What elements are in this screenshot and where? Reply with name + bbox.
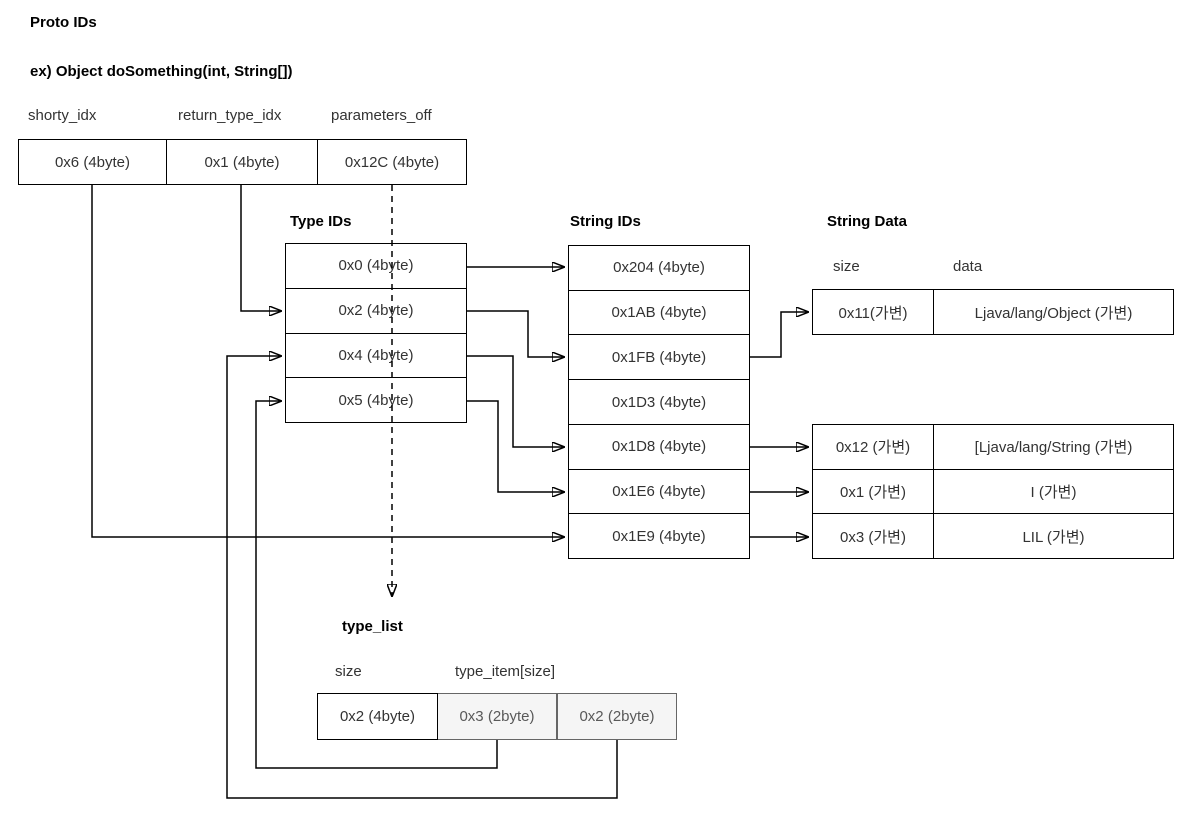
string-ids-row-0x1E9: 0x1E9 (4byte) — [612, 527, 706, 545]
type-ids-title: Type IDs — [290, 213, 352, 230]
proto-ids-table: 0x6 (4byte) 0x1 (4byte) 0x12C (4byte) — [18, 139, 467, 185]
page-title: Proto IDs — [30, 14, 97, 31]
string-data-size-0x12: 0x12 (가변) — [813, 425, 934, 469]
string-data-header-size: size — [833, 258, 860, 275]
type-list-cell-type-item-0x3: 0x3 (2byte) — [437, 693, 557, 740]
type-list-header-size: size — [335, 663, 362, 680]
string-data-value-object: Ljava/lang/Object (가변) — [974, 304, 1133, 322]
type-ids-table: 0x0 (4byte) 0x2 (4byte) 0x4 (4byte) 0x5 … — [285, 243, 467, 423]
header-parameters-off: parameters_off — [331, 107, 432, 124]
example-label: ex) Object doSomething(int, String[]) — [30, 63, 293, 80]
arrow-string-0x1FB-to-string-data-object — [750, 312, 808, 358]
string-ids-table: 0x204 (4byte) 0x1AB (4byte) 0x1FB (4byte… — [568, 245, 750, 559]
type-ids-row-0x5: 0x5 (4byte) — [338, 391, 414, 409]
type-ids-row-0x0: 0x0 (4byte) — [286, 244, 466, 289]
proto-cell-shorty-idx: 0x6 (4byte) — [19, 140, 167, 184]
type-list-title: type_list — [342, 618, 403, 635]
string-data-value-int: I (가변) — [1030, 484, 1077, 501]
string-data-row-lil: 0x3 (가변) LIL (가변) — [813, 514, 1173, 559]
type-ids-row-0x2: 0x2 (4byte) — [286, 289, 466, 334]
string-data-row-array-string: 0x12 (가변) [Ljava/lang/String (가변) — [813, 425, 1173, 470]
arrow-type-0x5-to-string-0x1E6 — [467, 400, 564, 492]
header-shorty-idx: shorty_idx — [28, 107, 97, 124]
string-ids-row-0x1AB: 0x1AB (4byte) — [569, 291, 749, 336]
string-data-row-int: 0x1 (가변) I (가변) — [813, 469, 1173, 515]
string-ids-row-0x1D3: 0x1D3 (4byte) — [569, 380, 749, 425]
string-ids-row-0x1E6: 0x1E6 (4byte) — [569, 470, 749, 515]
string-ids-title: String IDs — [570, 213, 641, 230]
string-data-table-params: 0x12 (가변) [Ljava/lang/String (가변) 0x1 (가… — [812, 424, 1174, 559]
string-data-size-0x3: 0x3 (가변) — [813, 514, 934, 559]
type-list-header-type-item: type_item[size] — [455, 663, 556, 680]
arrow-return-type-idx-to-type-id-0x2 — [240, 185, 281, 311]
string-ids-row-0x1D8: 0x1D8 (4byte) — [569, 425, 749, 470]
type-list-cell-type-item-0x2: 0x2 (2byte) — [557, 693, 677, 740]
header-return-type-idx: return_type_idx — [178, 107, 282, 124]
type-list-cell-size: 0x2 (4byte) — [317, 693, 438, 740]
type-ids-row-0x4: 0x4 (4byte) — [286, 334, 466, 379]
string-data-value-array-string: [Ljava/lang/String (가변) — [974, 439, 1133, 457]
string-ids-row-0x1FB: 0x1FB (4byte) — [569, 335, 749, 381]
string-data-table-object: 0x11(가변) Ljava/lang/Object (가변) — [812, 289, 1174, 335]
string-data-title: String Data — [827, 213, 908, 230]
string-data-header-data: data — [953, 258, 983, 275]
string-ids-row-0x204: 0x204 (4byte) — [569, 246, 749, 291]
string-data-size-0x11: 0x11(가변) — [813, 290, 934, 334]
string-data-size-0x1: 0x1 (가변) — [813, 469, 934, 514]
arrow-type-0x4-to-string-0x1D8 — [467, 355, 564, 447]
proto-cell-return-type-idx: 0x1 (4byte) — [167, 140, 318, 184]
arrow-type-0x2-to-string-0x1FB — [467, 310, 564, 357]
proto-cell-parameters-off: 0x12C (4byte) — [344, 153, 440, 171]
string-data-value-lil: LIL (가변) — [1022, 528, 1085, 546]
